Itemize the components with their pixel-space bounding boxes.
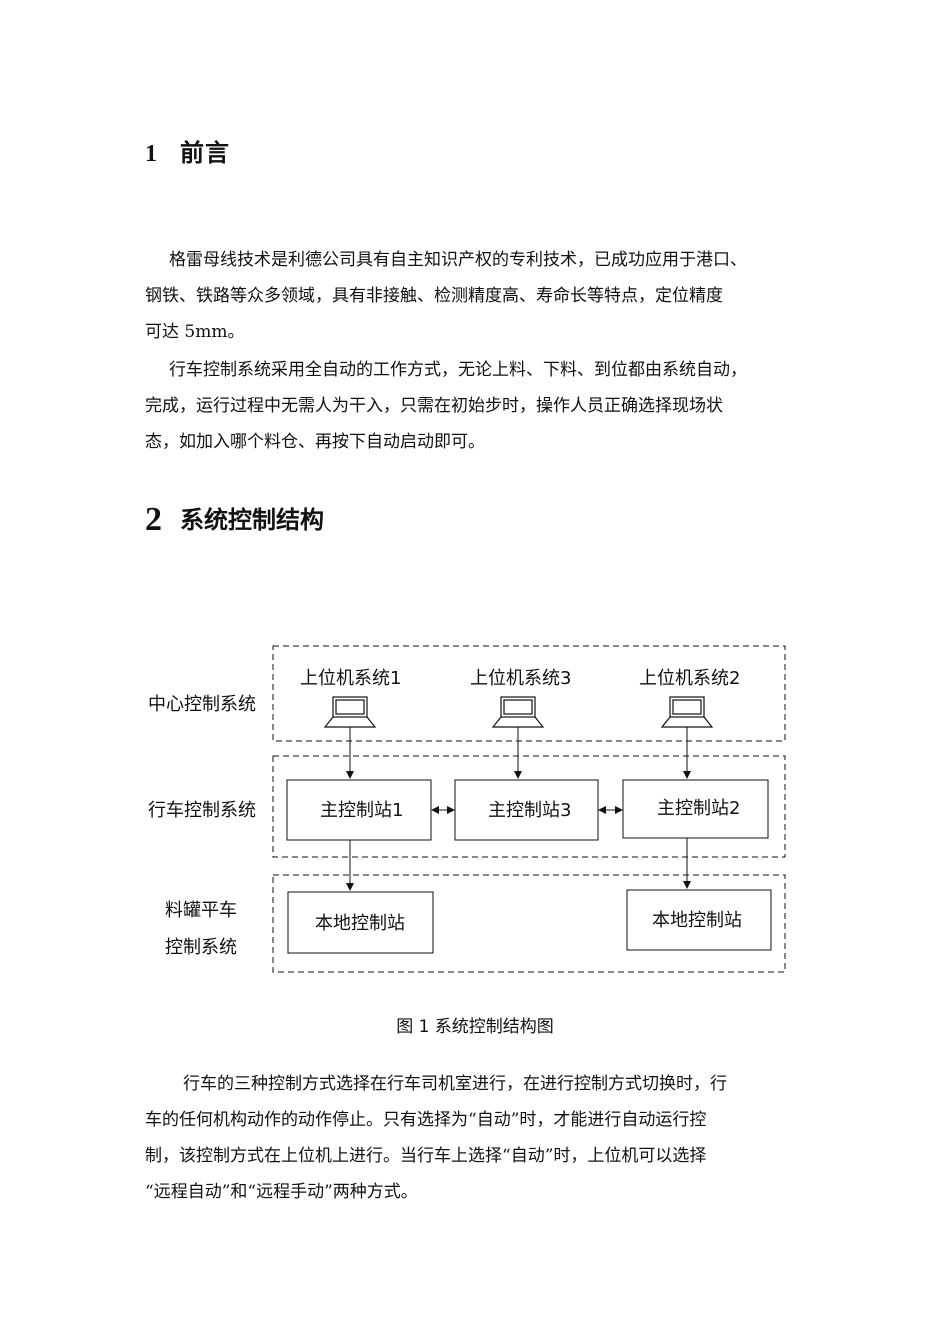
main-station-1-box: [286, 779, 432, 841]
paragraph-line: 态，如加入哪个料仓、再按下自动启动即可。: [145, 432, 485, 452]
pc-system-3-label: 上位机系统3: [470, 668, 571, 689]
layer-label-crane: 行车控制系统: [148, 800, 256, 821]
main-station-2-label: 主控制站2: [657, 798, 740, 819]
main-station-3-box: [454, 779, 599, 841]
section-1-title: 前言: [180, 139, 230, 167]
figure-caption: 图 1 系统控制结构图: [396, 1017, 554, 1037]
section-2-number: 2: [145, 501, 162, 538]
local-layer-frame: [272, 874, 786, 973]
laptop-icon: [660, 696, 714, 728]
local-station-1-label: 本地控制站: [315, 913, 405, 934]
paragraph-line: 钢铁、铁路等众多领域，具有非接触、检测精度高、寿命长等特点，定位精度: [145, 286, 723, 306]
section-2-heading: 2 系统控制结构: [145, 500, 324, 539]
layer-label-local-1: 料罐平车: [165, 900, 237, 921]
pc-system-2-label: 上位机系统2: [639, 668, 740, 689]
paragraph-control-modes: 行车的三种控制方式选择在行车司机室进行，在进行控制方式切换时，行 车的任何机构动…: [145, 1066, 810, 1210]
paragraph-intro: 格雷母线技术是利德公司具有自主知识产权的专利技术，已成功应用于港口、 钢铁、铁路…: [145, 242, 810, 350]
section-1-number: 1: [145, 141, 158, 167]
laptop-icon: [491, 696, 545, 728]
paragraph-line: 格雷母线技术是利德公司具有自主知识产权的专利技术，已成功应用于港口、: [169, 250, 747, 270]
central-layer-frame: [272, 645, 786, 742]
main-station-1-label: 主控制站1: [320, 800, 403, 821]
local-station-2-box: [626, 889, 772, 951]
paragraph-control-system: 行车控制系统采用全自动的工作方式，无论上料、下料、到位都由系统自动， 完成，运行…: [145, 352, 810, 460]
paragraph-line: 制，该控制方式在上位机上进行。当行车上选择“自动”时，上位机可以选择: [145, 1146, 707, 1166]
crane-layer-frame: [272, 755, 786, 858]
paragraph-line: 行车控制系统采用全自动的工作方式，无论上料、下料、到位都由系统自动，: [169, 360, 747, 380]
paragraph-line: 行车的三种控制方式选择在行车司机室进行，在进行控制方式切换时，行: [183, 1074, 727, 1094]
laptop-icon: [323, 696, 377, 728]
section-1-heading: 1 前言: [145, 133, 230, 168]
main-station-3-label: 主控制站3: [488, 800, 571, 821]
layer-label-central: 中心控制系统: [148, 694, 256, 715]
local-station-1-box: [287, 891, 434, 954]
paragraph-line: 车的任何机构动作的动作停止。只有选择为“自动”时，才能进行自动运行控: [145, 1110, 707, 1130]
layer-label-local-2: 控制系统: [165, 937, 237, 958]
paragraph-line: “远程自动”和“远程手动”两种方式。: [145, 1182, 418, 1202]
paragraph-line: 完成，运行过程中无需人为干入，只需在初始步时，操作人员正确选择现场状: [145, 396, 723, 416]
section-2-title: 系统控制结构: [180, 506, 324, 534]
main-station-2-box: [622, 779, 769, 839]
local-station-2-label: 本地控制站: [652, 910, 742, 931]
paragraph-line: 可达 5mm。: [145, 322, 245, 342]
pc-system-1-label: 上位机系统1: [300, 668, 401, 689]
